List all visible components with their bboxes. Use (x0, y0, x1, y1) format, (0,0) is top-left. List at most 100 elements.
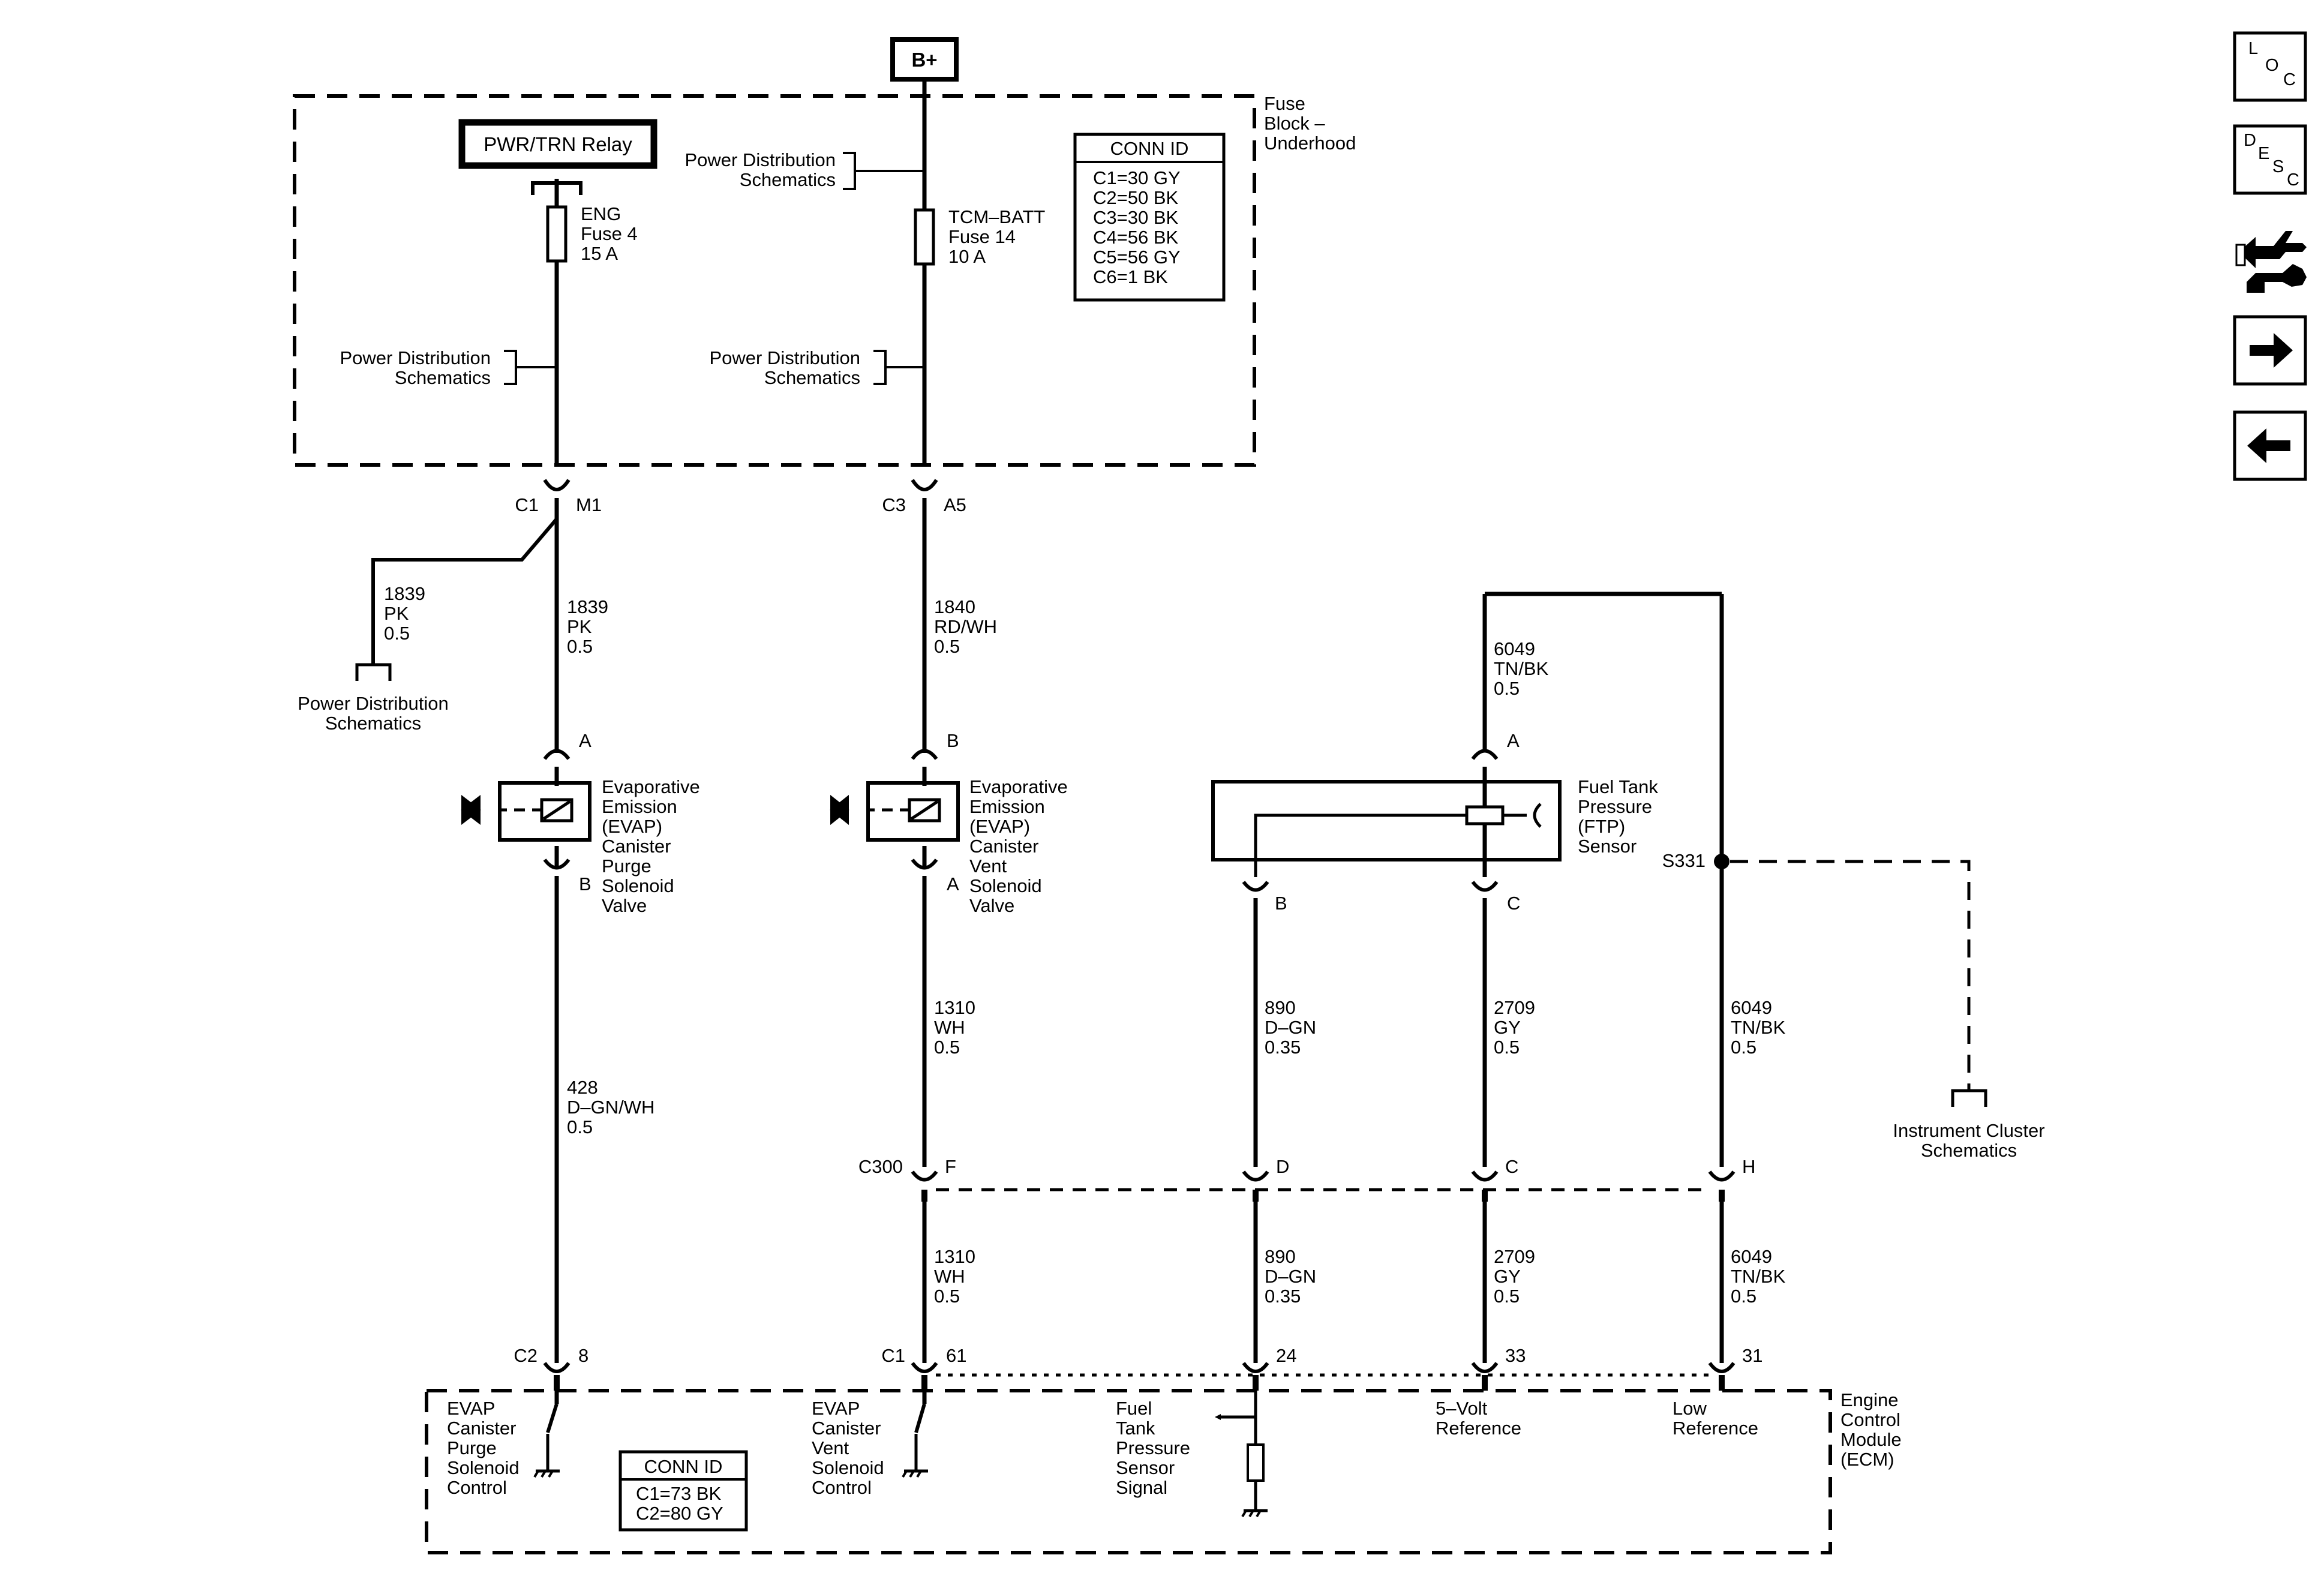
svg-text:6049: 6049 (1494, 638, 1535, 659)
relay-box (458, 119, 657, 169)
svg-text:O: O (2265, 56, 2279, 75)
svg-text:0.5: 0.5 (567, 636, 593, 657)
svg-text:5–Volt: 5–Volt (1436, 1398, 1488, 1419)
svg-text:0.5: 0.5 (934, 1037, 960, 1058)
svg-text:Sensor: Sensor (1578, 836, 1637, 857)
svg-text:Solenoid: Solenoid (969, 875, 1042, 896)
power-distribution-link-branch[interactable]: Power Distribution Schematics (298, 693, 449, 734)
svg-text:CONN ID: CONN ID (644, 1456, 723, 1477)
ftp-sensor-pin-c: C (1507, 893, 1520, 914)
purge-valve-pin-b: B (579, 873, 591, 894)
svg-text:D–GN: D–GN (1265, 1266, 1316, 1287)
svg-text:M1: M1 (576, 494, 602, 515)
connector-end-view-icon[interactable] (2235, 231, 2307, 293)
svg-text:10 A: 10 A (948, 246, 986, 267)
svg-text:EVAP: EVAP (447, 1398, 495, 1419)
svg-text:1310: 1310 (934, 1246, 975, 1267)
splice-s331-label: S331 (1662, 850, 1706, 871)
svg-text:S: S (2272, 157, 2284, 176)
wire-1839-label: 1839 PK 0.5 (567, 596, 608, 657)
svg-text:Canister: Canister (447, 1418, 516, 1439)
previous-button[interactable] (2233, 410, 2307, 481)
c300-pin-c: C (1505, 1156, 1518, 1177)
ecm-pin-24: 24 (1276, 1345, 1296, 1366)
svg-text:0.5: 0.5 (934, 636, 960, 657)
desc-button-label: D E S C (2244, 131, 2299, 190)
svg-text:0.35: 0.35 (1265, 1037, 1301, 1058)
svg-text:Power Distribution: Power Distribution (298, 693, 449, 714)
svg-text:Fuse 14: Fuse 14 (948, 226, 1016, 247)
svg-text:Signal: Signal (1116, 1477, 1167, 1498)
c300-pin-f: F (945, 1156, 956, 1177)
svg-text:TN/BK: TN/BK (1731, 1266, 1786, 1287)
connector-c1-m1: C1 M1 (515, 494, 602, 515)
wire-6049-top-label: 6049 TN/BK 0.5 (1494, 638, 1549, 699)
battery-label: B+ (911, 49, 937, 71)
svg-text:Solenoid: Solenoid (602, 875, 674, 896)
next-button[interactable] (2233, 315, 2307, 386)
c300-pin-d: D (1276, 1156, 1289, 1177)
svg-text:Evaporative: Evaporative (602, 776, 700, 797)
wire-428-label: 428 D–GN/WH 0.5 (567, 1077, 654, 1137)
ecm-vent-control-label: EVAP Canister Vent Solenoid Control (812, 1398, 884, 1498)
eng-fuse-label: ENG Fuse 4 15 A (581, 203, 638, 264)
svg-text:Control: Control (447, 1477, 507, 1498)
wire-6049-lower-label: 6049 TN/BK 0.5 (1731, 1246, 1786, 1307)
eng-fuse-symbol (546, 205, 568, 263)
svg-text:C4=56 BK: C4=56 BK (1093, 227, 1179, 248)
svg-text:EVAP: EVAP (812, 1398, 860, 1419)
loc-button[interactable] (2233, 31, 2307, 102)
ftp-sensor-pin-b: B (1275, 893, 1287, 914)
svg-text:15 A: 15 A (581, 243, 618, 264)
desc-button[interactable] (2233, 124, 2307, 195)
svg-text:Control: Control (812, 1477, 872, 1498)
svg-text:890: 890 (1265, 1246, 1296, 1267)
svg-text:C: C (2283, 70, 2296, 89)
power-distribution-link-center[interactable]: Power Distribution Schematics (709, 347, 860, 388)
svg-text:Engine: Engine (1840, 1389, 1899, 1410)
svg-text:A5: A5 (944, 494, 966, 515)
svg-text:Instrument Cluster: Instrument Cluster (1893, 1120, 2044, 1141)
svg-text:1840: 1840 (934, 596, 975, 617)
svg-text:Sensor: Sensor (1116, 1457, 1175, 1478)
ecm-pin-33: 33 (1505, 1345, 1526, 1366)
svg-text:C2=50 BK: C2=50 BK (1093, 187, 1179, 208)
purge-valve-label: Evaporative Emission (EVAP) Canister Pur… (602, 776, 700, 916)
power-distribution-link-left[interactable]: Power Distribution Schematics (340, 347, 491, 388)
svg-text:TCM–BATT: TCM–BATT (948, 206, 1045, 227)
previous-arrow-icon[interactable] (2247, 428, 2290, 463)
ftp-sensor-label: Fuel Tank Pressure (FTP) Sensor (1578, 776, 1658, 857)
next-arrow-icon[interactable] (2250, 333, 2293, 368)
svg-text:Tank: Tank (1116, 1418, 1155, 1439)
svg-text:ENG: ENG (581, 203, 621, 224)
svg-text:(EVAP): (EVAP) (969, 816, 1030, 837)
svg-text:C3: C3 (882, 494, 906, 515)
power-distribution-link-top[interactable]: Power Distribution Schematics (684, 149, 836, 190)
svg-text:WH: WH (934, 1266, 965, 1287)
purge-valve-pin-a: A (579, 730, 591, 751)
ftp-sensor-pin-a: A (1507, 730, 1520, 751)
tcm-fuse-symbol (914, 208, 935, 266)
svg-text:Emission: Emission (969, 796, 1045, 817)
svg-text:Canister: Canister (812, 1418, 881, 1439)
instrument-cluster-link[interactable]: Instrument Cluster Schematics (1893, 1120, 2044, 1161)
svg-text:D–GN: D–GN (1265, 1017, 1316, 1038)
svg-text:2709: 2709 (1494, 997, 1535, 1018)
svg-text:Power Distribution: Power Distribution (684, 149, 836, 170)
svg-text:C5=56 GY: C5=56 GY (1093, 247, 1181, 268)
svg-text:0.5: 0.5 (1494, 1286, 1520, 1307)
svg-text:Underhood: Underhood (1264, 133, 1356, 154)
svg-text:TN/BK: TN/BK (1731, 1017, 1786, 1038)
wire-2709-lower-label: 2709 GY 0.5 (1494, 1246, 1535, 1307)
svg-text:Canister: Canister (969, 836, 1038, 857)
svg-text:Reference: Reference (1673, 1418, 1758, 1439)
svg-text:Schematics: Schematics (764, 367, 860, 388)
fuse-block-title: Fuse Block – Underhood (1264, 93, 1356, 154)
svg-text:Schematics: Schematics (395, 367, 491, 388)
wire-1840-label: 1840 RD/WH 0.5 (934, 596, 997, 657)
connector-c3-a5: C3 A5 (882, 494, 966, 515)
svg-text:1839: 1839 (567, 596, 608, 617)
svg-text:0.5: 0.5 (567, 1116, 593, 1137)
loc-button-label: L O C (2248, 39, 2296, 89)
